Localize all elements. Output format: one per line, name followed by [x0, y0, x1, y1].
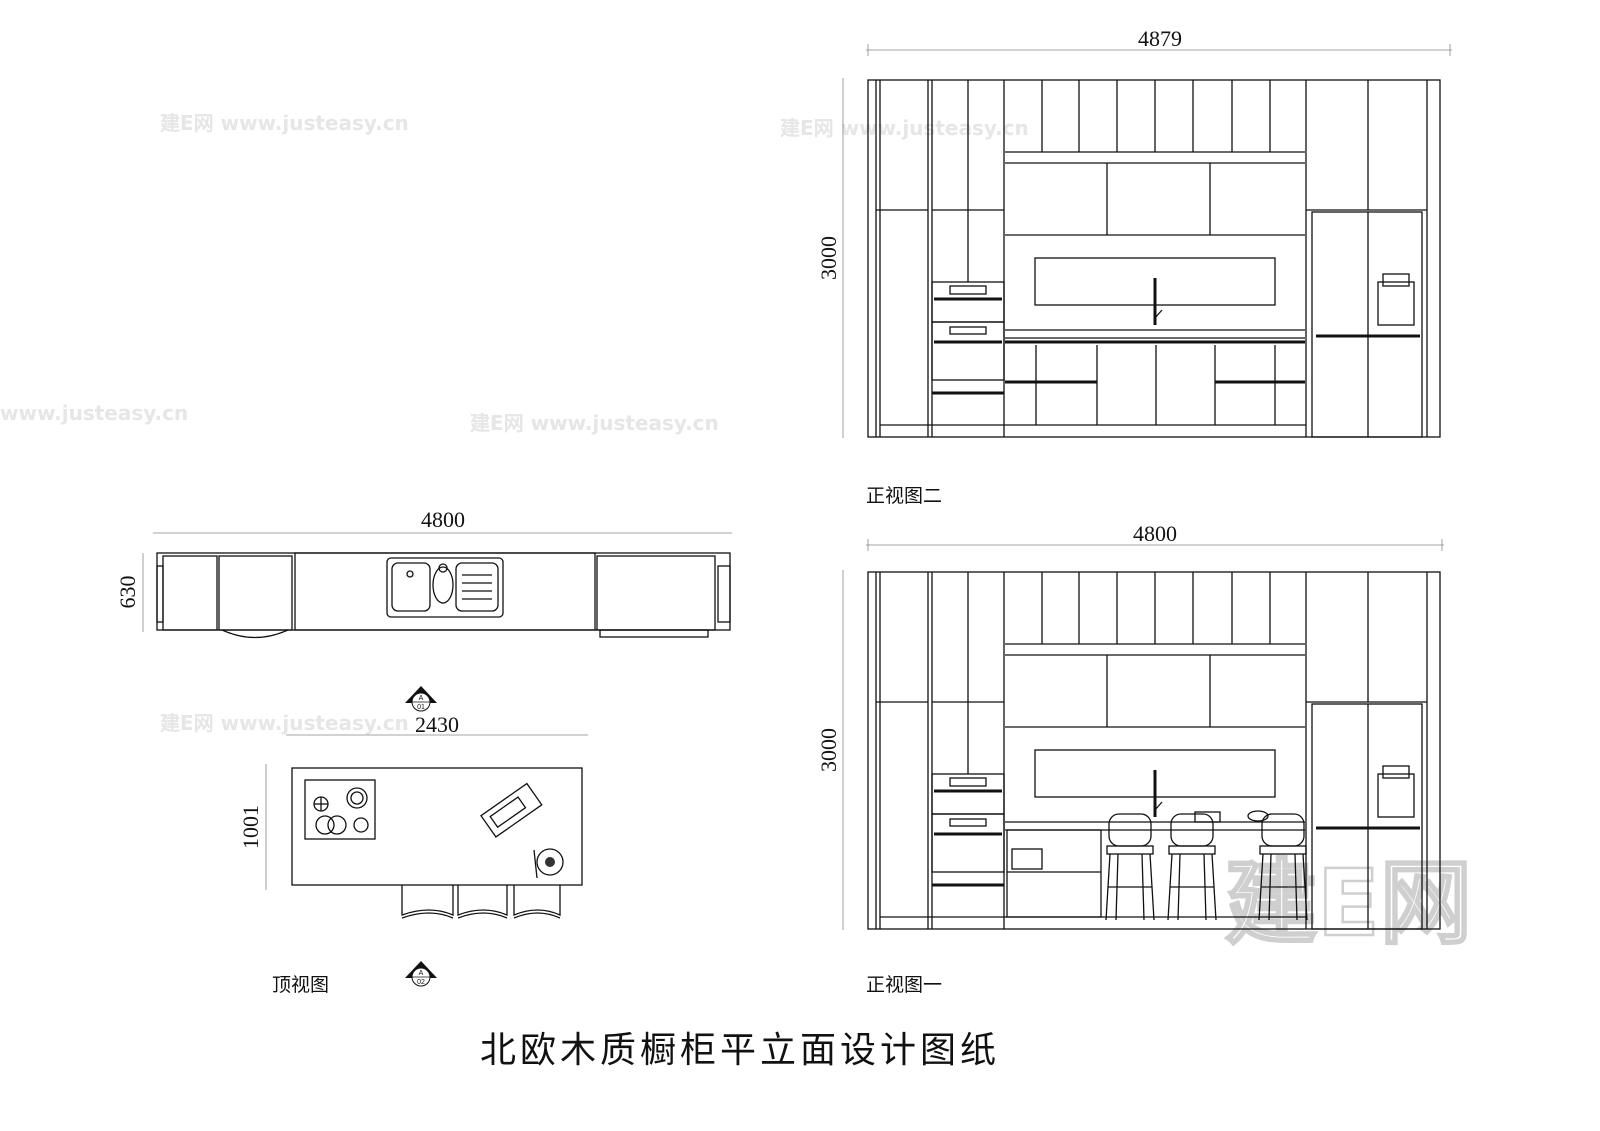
top-view-label: 顶视图 — [272, 974, 329, 996]
fridge — [1311, 211, 1423, 438]
oven — [931, 813, 1005, 873]
oven-display — [949, 285, 987, 295]
fridge — [596, 555, 716, 631]
plan-view: 4800 630 — [115, 507, 732, 639]
sink-icon — [386, 557, 504, 618]
stool-seat — [1259, 845, 1307, 855]
elevation-1-label: 正视图一 — [866, 974, 942, 996]
bar-stool — [1258, 813, 1308, 921]
plate-icon — [533, 848, 564, 879]
faucet-icon — [1154, 309, 1163, 319]
dimension-text: 1001 — [238, 805, 263, 849]
elevation-outline — [867, 571, 1441, 930]
svg-text:A: A — [419, 970, 424, 977]
watermark-layer: 建E网 www.justeasy.cn 建E网 www.justeasy.cn … — [0, 111, 1473, 958]
svg-text:建E网 www.justeasy.cn: 建E网 www.justeasy.cn — [160, 711, 409, 735]
water-dispenser — [1382, 273, 1410, 287]
section-marker-a02: A 02 — [405, 961, 437, 987]
section-marker-a01: A 01 — [405, 686, 437, 712]
front-elevation-1 — [867, 571, 1441, 930]
island-countertop — [291, 767, 583, 886]
tall-cabinet — [218, 555, 293, 631]
basket-icon — [1011, 848, 1043, 870]
dimension-text: 3000 — [816, 728, 841, 772]
cutting-board-icon — [480, 782, 543, 838]
oven — [931, 773, 1005, 815]
elevation-outline — [867, 79, 1441, 438]
tall-cabinet — [162, 555, 218, 631]
oven-display — [949, 326, 987, 335]
front-elevation-2 — [867, 79, 1441, 438]
svg-text:建E网 www.justeasy.cn: 建E网 www.justeasy.cn — [470, 411, 719, 435]
dimension-text: 4879 — [1138, 26, 1182, 51]
open-shelf-unit — [1006, 829, 1102, 918]
bar-stool — [513, 885, 561, 919]
cooktop-icon — [304, 779, 376, 840]
water-dispenser — [1382, 765, 1410, 779]
watermark-logo: 建E网 — [1225, 850, 1472, 957]
elevation-2-height-dimension: 3000 — [816, 78, 844, 438]
oven — [931, 321, 1005, 381]
fridge — [1311, 703, 1423, 930]
bar-stool — [1105, 813, 1155, 921]
water-dispenser — [1377, 773, 1415, 818]
svg-text:建E网 www.justeasy.cn: 建E网 www.justeasy.cn — [780, 116, 1029, 140]
svg-text:01: 01 — [417, 704, 425, 711]
elevation-2-label: 正视图二 — [866, 485, 942, 507]
drawing-title: 北欧木质橱柜平立面设计图纸 — [480, 1030, 1000, 1071]
svg-text:www.justeasy.cn: www.justeasy.cn — [0, 401, 188, 425]
elevation-1-height-dimension: 3000 — [816, 570, 844, 930]
water-dispenser — [1377, 281, 1415, 326]
svg-text:02: 02 — [417, 979, 425, 986]
oven-display — [949, 777, 987, 787]
dimension-text: 4800 — [1133, 521, 1177, 546]
elevation-2-width-dimension: 4879 — [866, 26, 1452, 56]
svg-text:建E网 www.justeasy.cn: 建E网 www.justeasy.cn — [160, 111, 409, 135]
elevation-1-width-dimension: 4800 — [866, 521, 1444, 551]
door-swing — [221, 629, 289, 639]
toaster-icon — [1194, 811, 1221, 823]
dimension-text: 2430 — [415, 712, 459, 737]
countertop — [294, 552, 596, 631]
dimension-text: 3000 — [816, 236, 841, 280]
bar-stool — [1167, 813, 1217, 921]
dimension-text: 4800 — [421, 507, 465, 532]
dimension-text: 630 — [115, 576, 140, 609]
svg-text:A: A — [419, 695, 424, 702]
oven-display — [949, 818, 987, 827]
oven — [931, 281, 1005, 323]
stool-seat — [1168, 845, 1216, 855]
top-view: 2430 1001 — [238, 712, 588, 919]
stool-seat — [1106, 845, 1154, 855]
faucet-icon — [1154, 801, 1163, 811]
bowl-icon — [1247, 810, 1269, 822]
bar-stool — [457, 885, 508, 919]
bar-stool — [401, 885, 454, 919]
